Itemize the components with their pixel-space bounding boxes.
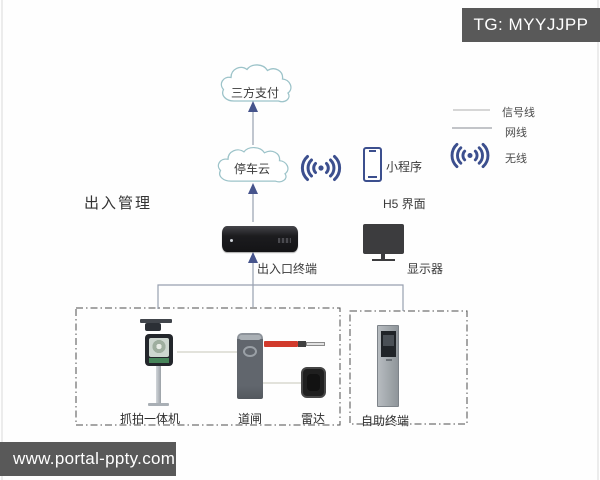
lane-zone-box [75,307,341,426]
legend-network-label: 网线 [505,127,527,139]
barrier-emblem [243,346,257,357]
monitor-screen [363,224,404,254]
capture-camera-device [137,316,177,406]
device-link-lines [177,351,301,384]
capture-camera-pole [156,366,161,403]
payment-cloud-node: 三方支付 [215,60,295,107]
barrier-cabinet-cap [239,335,261,340]
right-edge-line [597,0,599,480]
arrow-lines [157,110,404,311]
barrier-gate-device [237,332,329,402]
capture-camera-label: 抓拍一体机 [119,412,181,426]
payment-cloud-shape [220,64,292,103]
tg-watermark-badge: TG: MYYJJPP [462,8,600,42]
h5-interface-label: H5 界面 [383,197,426,211]
entrance-terminal-device [222,226,298,252]
monitor-device [363,224,404,262]
radar-label: 雷达 [300,412,326,426]
kiosk-label: 自助终端 [360,414,410,428]
arrow-heads [248,101,258,263]
phone-icon [363,147,382,182]
capture-camera-bar [140,319,172,323]
legend-signal-label: 信号线 [502,107,535,119]
capture-camera-base [148,403,169,406]
capture-camera-plate-strip [149,358,169,363]
kiosk-zone-box [349,310,468,425]
parking-cloud-node: 停车云 [212,143,292,187]
payment-cloud-label: 三方支付 [230,86,279,100]
radar-device [301,367,326,398]
kiosk-screen [383,335,394,346]
legend-wireless-label: 无线 [505,153,527,165]
monitor-label: 显示器 [407,262,444,276]
barrier-gate-label: 道闸 [237,412,263,426]
monitor-base [372,259,395,261]
kiosk-slot [386,359,392,361]
parking-cloud-label: 停车云 [233,162,270,176]
barrier-arm-red-segment [264,341,298,347]
legend-wireless-icon [450,142,490,169]
capture-camera-screen [149,338,169,357]
barrier-cabinet [237,333,263,399]
parking-cloud-shape [217,146,289,183]
capture-camera-head [145,323,161,331]
kiosk-device [377,325,399,407]
wireless-icon [300,155,342,181]
barrier-arm-light-segment [306,342,325,346]
mini-program-label: 小程序 [386,160,423,174]
barrier-arm-dark-segment [298,341,306,347]
left-edge-line [1,0,3,480]
monitor-stand [381,254,385,259]
site-watermark-badge: www.portal-ppty.com [0,442,176,476]
entrance-terminal-label: 出入口终端 [257,262,318,276]
section-title: 出入管理 [84,195,153,212]
